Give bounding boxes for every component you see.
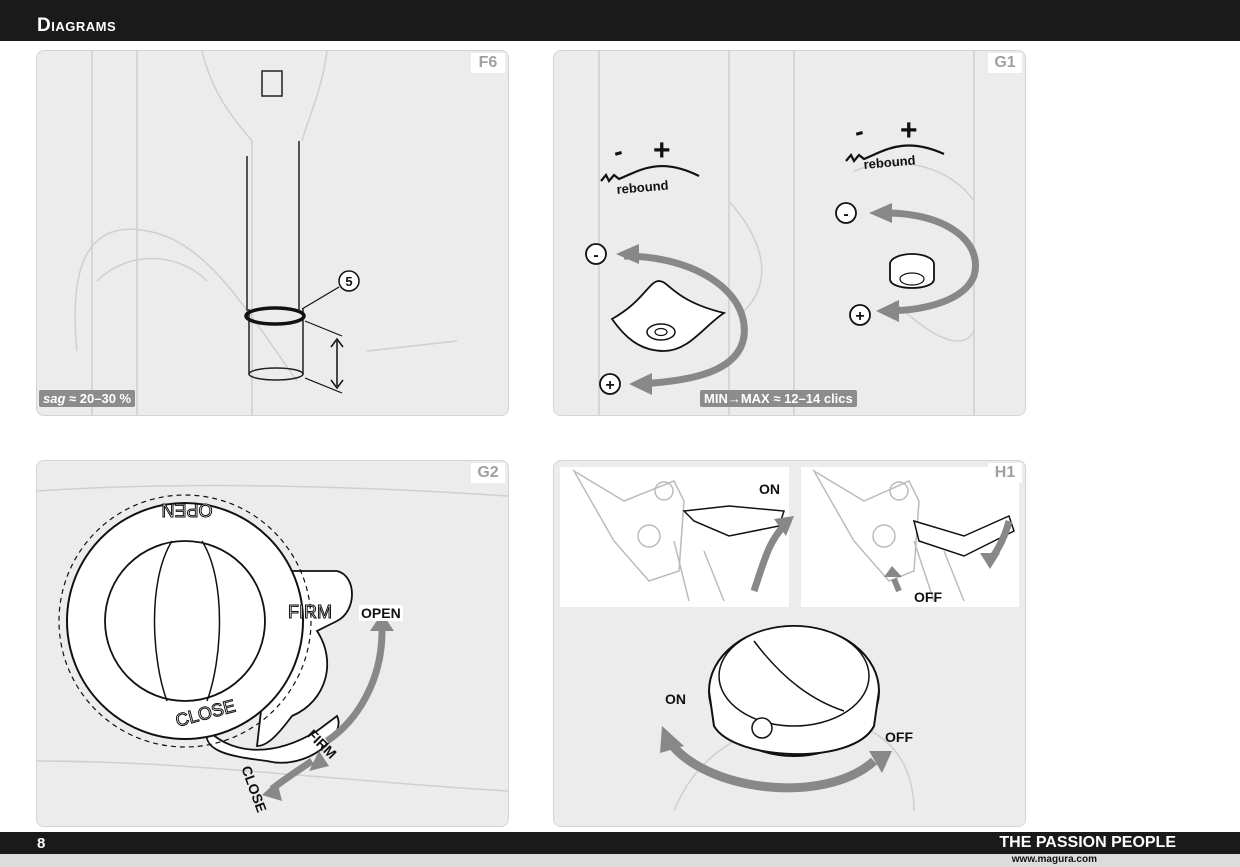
minus-sign-right: - bbox=[851, 116, 867, 147]
on-label-top: ON bbox=[759, 481, 780, 497]
rebound-label-right: rebound bbox=[863, 153, 916, 172]
panel-label-f6: F6 bbox=[471, 53, 505, 73]
remote-lockout-illustration bbox=[560, 467, 1019, 812]
plus-sign-left: + bbox=[653, 134, 671, 167]
clicks-note: MIN→MAX ≈ 12–14 clics bbox=[700, 390, 857, 407]
website-link[interactable]: www.magura.com bbox=[1011, 854, 1097, 865]
diagram-panel-g1: - + rebound - + - + rebound - + G1 MIN→M… bbox=[553, 50, 1026, 416]
dial-firm-text: FIRM bbox=[288, 602, 332, 622]
panel-label-g2: G2 bbox=[471, 463, 505, 483]
page-title: Diagrams bbox=[37, 15, 117, 36]
rebound-adjust-illustration: - + rebound - + - + rebound - + bbox=[585, 51, 979, 415]
lockout-dial-illustration: OPEN FIRM CLOSE bbox=[37, 484, 508, 801]
plus-symbol-left: + bbox=[605, 377, 614, 394]
panel-label-h1: H1 bbox=[988, 463, 1022, 483]
sag-value: ≈ 20–30 % bbox=[69, 391, 132, 406]
diagram-panel-h1: H1 ON OFF ON OFF bbox=[553, 460, 1026, 827]
minus-symbol-right: - bbox=[843, 206, 848, 223]
open-label: OPEN bbox=[359, 605, 403, 621]
diagram-panel-g2: OPEN FIRM CLOSE G2 OPEN FIRM CLOSE bbox=[36, 460, 509, 827]
fork-sag-illustration: 5 bbox=[74, 51, 458, 415]
panel-label-g1: G1 bbox=[988, 53, 1022, 73]
plus-sign-right: + bbox=[900, 114, 918, 147]
off-label-top: OFF bbox=[914, 589, 942, 605]
minus-symbol-left: - bbox=[593, 247, 598, 264]
dial-open-text: OPEN bbox=[161, 500, 212, 520]
rebound-label-left: rebound bbox=[616, 178, 669, 197]
footer-bar bbox=[0, 832, 1240, 854]
header-bar bbox=[0, 0, 1240, 41]
page-number: 8 bbox=[37, 835, 46, 852]
on-label-bottom: ON bbox=[665, 691, 686, 707]
footer-tagline: THE PASSION PEOPLE bbox=[999, 834, 1176, 851]
callout-number: 5 bbox=[345, 274, 352, 289]
sag-note: sag ≈ 20–30 % bbox=[39, 390, 136, 407]
minus-sign-left: - bbox=[610, 136, 626, 167]
off-label-bottom: OFF bbox=[885, 729, 913, 745]
diagram-panel-f6: 5 F6 sag ≈ 20–30 % bbox=[36, 50, 509, 416]
footer-strip bbox=[0, 854, 1240, 867]
sag-word: sag bbox=[43, 391, 66, 406]
plus-symbol-right: + bbox=[855, 308, 864, 325]
